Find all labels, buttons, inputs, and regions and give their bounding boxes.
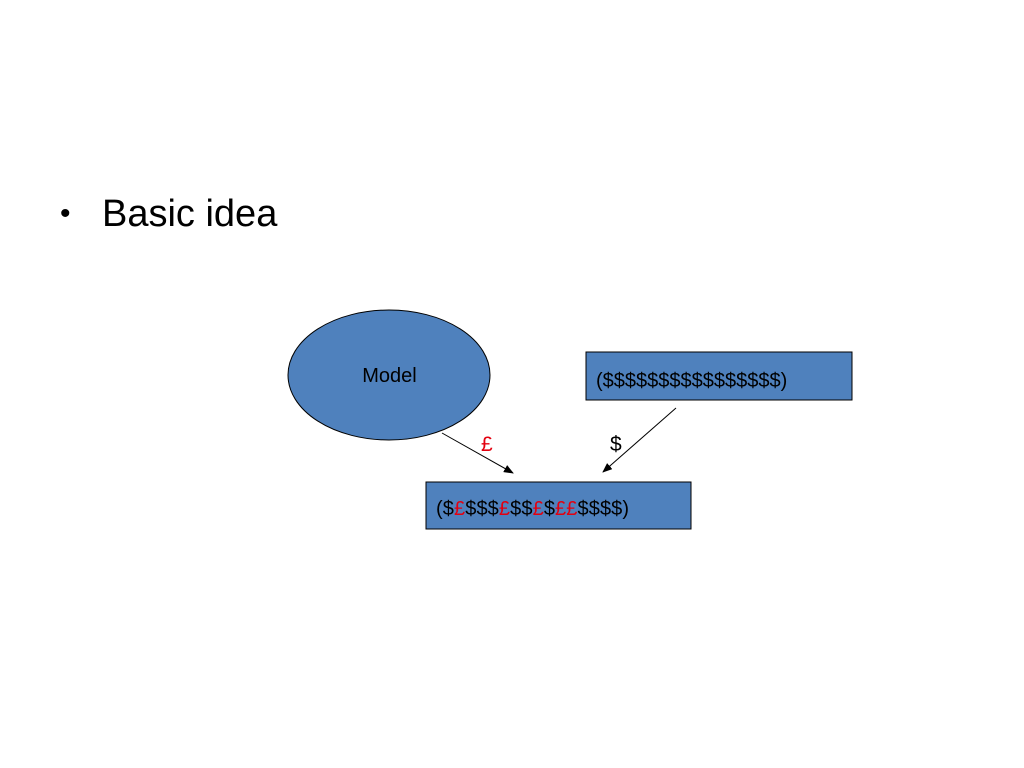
output-sequence-box <box>425 481 692 530</box>
bullet-point: • Basic idea <box>60 190 277 238</box>
input-sequence-text: ($$$$$$$$$$$$$$$$) <box>596 370 788 392</box>
model-label: Model <box>362 365 417 387</box>
input-to-output-arrow <box>602 407 677 473</box>
bullet-marker: • <box>60 197 71 230</box>
output-segment-dollar: $ <box>543 498 556 520</box>
input-sequence-box <box>585 351 853 401</box>
output-segment-dollar: $$ <box>510 498 533 520</box>
output-segment-pound: £ <box>498 498 511 520</box>
output-segment-pound: ££ <box>555 498 578 520</box>
output-segment-dollar: $$$$) <box>577 498 630 520</box>
output-sequence-text: ($£$$$£$$£$££$$$$) <box>436 499 629 519</box>
output-segment-dollar: ($ <box>436 498 454 520</box>
model-edge-label: £ <box>481 433 493 456</box>
input-edge-label: $ <box>610 433 622 456</box>
output-segment-dollar: $$$ <box>465 498 499 520</box>
output-segment-pound: £ <box>532 498 544 520</box>
output-segment-pound: £ <box>453 498 466 520</box>
model-to-output-arrow <box>441 432 514 474</box>
bullet-text: Basic idea <box>102 192 278 235</box>
model-ellipse <box>287 309 491 441</box>
